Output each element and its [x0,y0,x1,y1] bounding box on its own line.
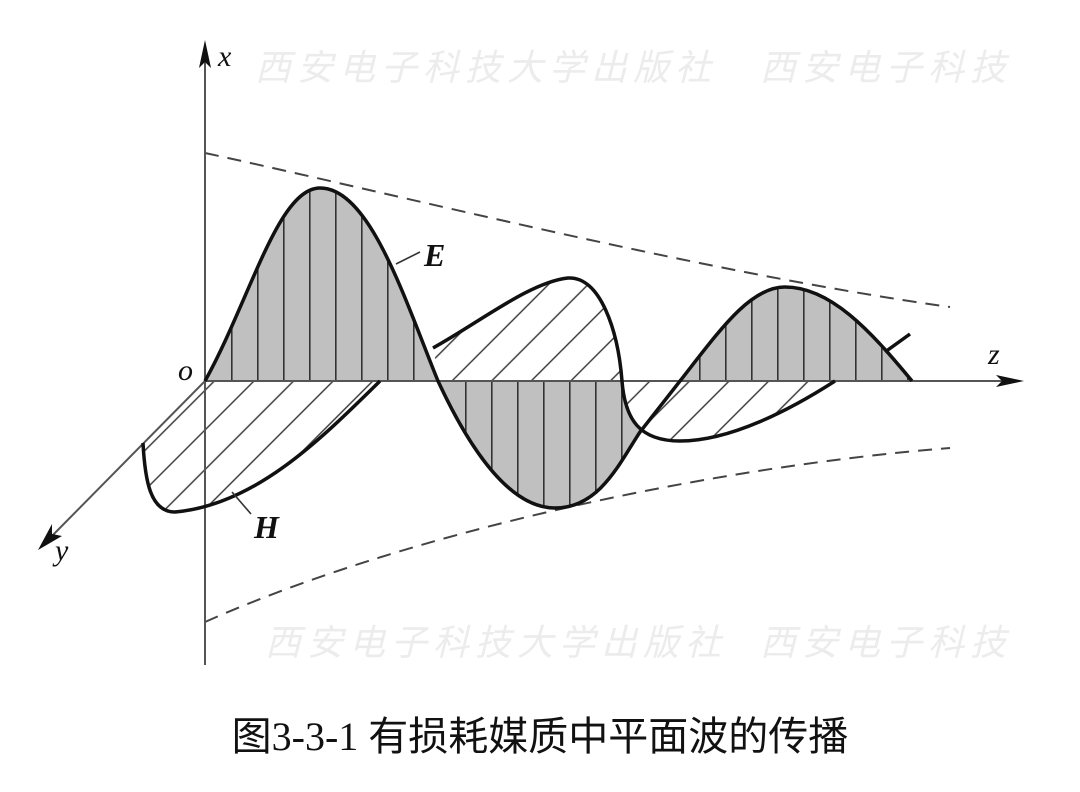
e-lobe-3 [680,287,912,381]
z-axis-arrow-icon [996,375,1024,387]
axes [45,50,1012,665]
watermark-text: 西安电子科技大学出版社 [255,48,717,89]
watermark-text: 西安电子科技 [760,623,1012,664]
watermark: 西安电子科技大学出版社 西安电子科技 西安电子科技大学出版社 西安电子科技 [255,48,1012,664]
h-curve-2 [432,276,836,443]
h-lobe-1 [143,381,380,512]
x-axis-label: x [217,40,232,73]
e-curve [203,186,914,510]
lower-envelope [204,447,951,623]
h-lobe-3 [622,381,835,441]
e-leader [395,251,421,265]
upper-envelope [204,152,951,308]
h-leader [231,491,252,515]
e-lobe-1 [205,188,438,381]
x-axis-arrow-icon [199,40,211,68]
h-lobe-2 [433,277,622,381]
y-axis-arrow-icon [38,524,62,550]
z-axis-label: z [987,338,1000,371]
h-curve-tail [883,332,912,354]
watermark-text: 西安电子科技 [760,48,1012,89]
origin-label: o [178,354,193,387]
figure-caption: 图3-3-1 有损耗媒质中平面波的传播 [231,714,849,759]
e-label: E [423,237,445,273]
h-label: H [253,509,280,545]
y-axis-label: y [52,534,69,567]
watermark-text: 西安电子科技大学出版社 [265,623,727,664]
h-curve-1 [141,379,382,514]
